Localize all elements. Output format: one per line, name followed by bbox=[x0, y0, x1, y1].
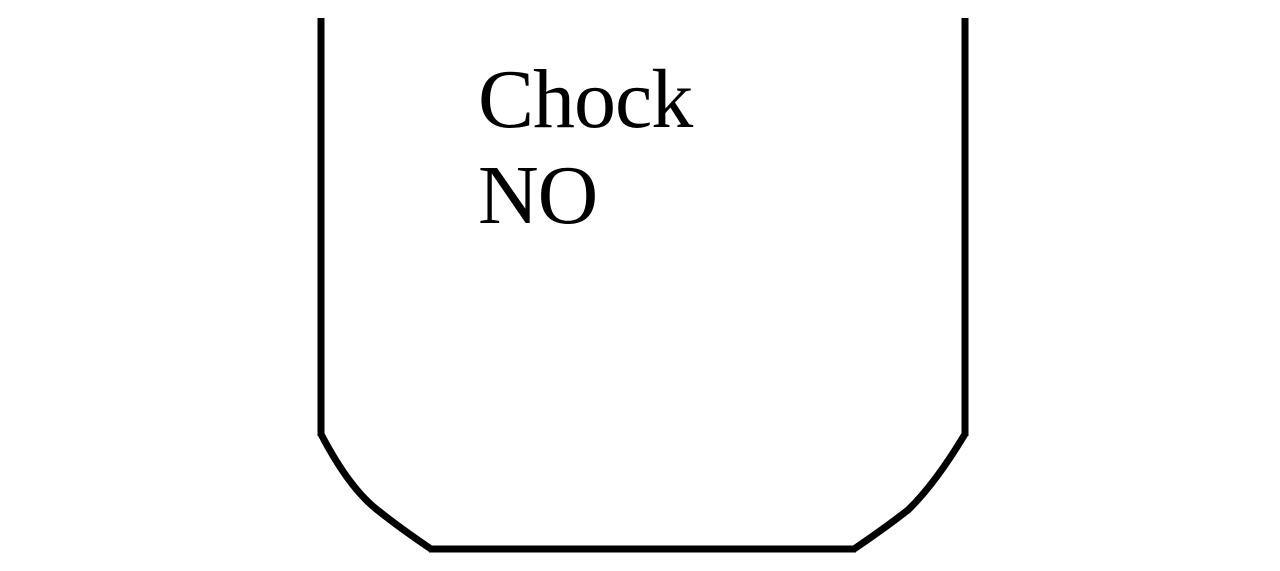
chock-label: Chock NO bbox=[478, 52, 693, 244]
label-line-no: NO bbox=[478, 149, 598, 242]
left-bottom-curve bbox=[317, 432, 433, 552]
label-line-chock: Chock bbox=[478, 53, 693, 146]
right-bottom-curve bbox=[852, 432, 969, 552]
